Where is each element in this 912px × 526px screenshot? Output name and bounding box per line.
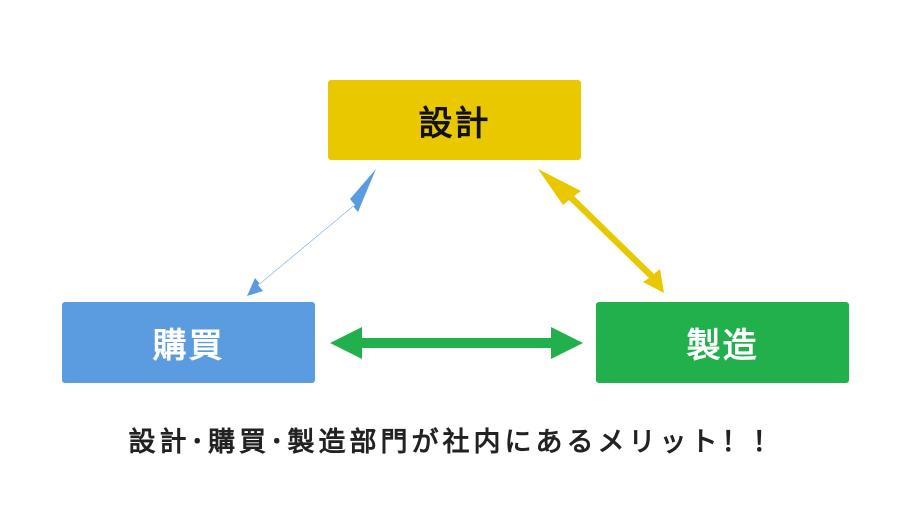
design-manufacturing-arrow bbox=[538, 169, 664, 293]
design-label: 設計 bbox=[418, 103, 491, 144]
design-node: 設計 bbox=[328, 80, 581, 160]
manufacturing-label: 製造 bbox=[686, 326, 759, 366]
caption-text: 設計･購買･製造部門が社内にあるメリット！！ bbox=[128, 427, 784, 458]
manufacturing-node: 製造 bbox=[596, 302, 849, 383]
purchase-node: 購買 bbox=[62, 302, 315, 383]
purchase-label: 購買 bbox=[152, 326, 225, 366]
purchase-manufacturing-arrow bbox=[330, 327, 583, 359]
design-purchase-arrow bbox=[247, 169, 376, 296]
